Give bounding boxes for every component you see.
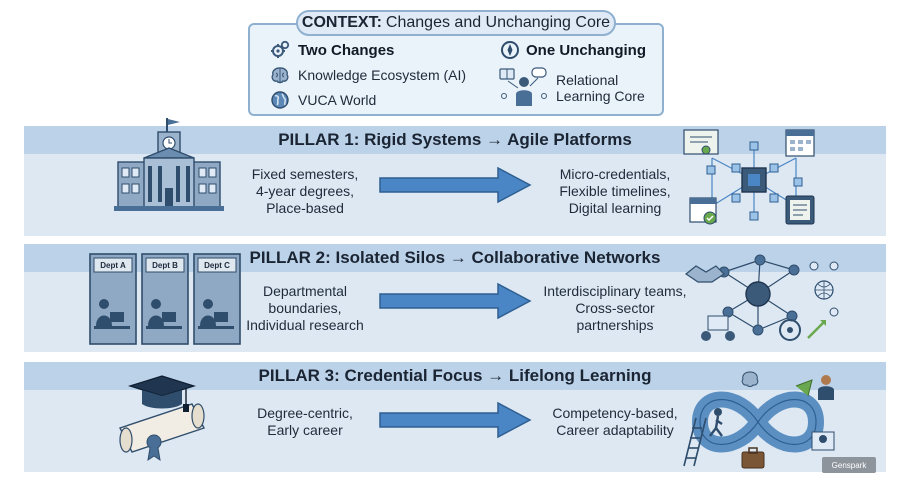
dept-label-b: Dept B [152, 261, 178, 270]
globe-icon [271, 91, 289, 109]
genspark-watermark: Genspark [822, 457, 876, 473]
pillar-2-left-text: Departmental boundaries, Individual rese… [246, 283, 364, 333]
pillar-1-arrow [379, 166, 532, 204]
pillar-2-arrow [379, 282, 532, 320]
dept-label-c: Dept C [204, 261, 230, 270]
graduation-cap-diploma-icon [119, 375, 205, 462]
brain-icon [271, 67, 289, 84]
context-title-bold: CONTEXT: [301, 14, 382, 31]
compass-icon [501, 41, 519, 59]
digital-platform-network-icon [683, 129, 815, 225]
pillar-3-arrow [379, 401, 532, 439]
context-title: CONTEXT: Changes and Unchanging Core [296, 10, 616, 36]
lifelong-learning-infinity-icon [683, 371, 835, 469]
two-changes-heading: Two Changes [298, 42, 395, 59]
university-building-icon [114, 118, 224, 211]
pillar-2-right-text: Interdisciplinary teams, Cross-sector pa… [543, 283, 687, 333]
pillar-1-left-text: Fixed semesters, 4-year degrees, Place-b… [251, 166, 359, 216]
collaboration-network-icon [684, 254, 839, 341]
gears-icon [271, 40, 290, 58]
pillar-3-right-text: Competency-based, Career adaptability [552, 405, 678, 438]
context-title-rest: Changes and Unchanging Core [385, 14, 611, 31]
change-item-vuca-world: VUCA World [298, 92, 377, 108]
relational-learning-icon [499, 67, 547, 106]
dept-label-a: Dept A [100, 261, 126, 270]
change-item-knowledge-ecosystem: Knowledge Ecosystem (AI) [298, 67, 467, 83]
silo-cubicles-icon [89, 253, 241, 345]
unchanging-line-1: Relational [556, 72, 619, 88]
pillar-3-left-text: Degree-centric, Early career [257, 405, 353, 438]
department-silos: Dept A Dept B Dept C [88, 252, 244, 346]
one-unchanging-heading: One Unchanging [526, 42, 646, 59]
pillar-1-right-text: Micro-credentials, Flexible timelines, D… [559, 166, 671, 216]
unchanging-line-2: Learning Core [556, 88, 645, 104]
